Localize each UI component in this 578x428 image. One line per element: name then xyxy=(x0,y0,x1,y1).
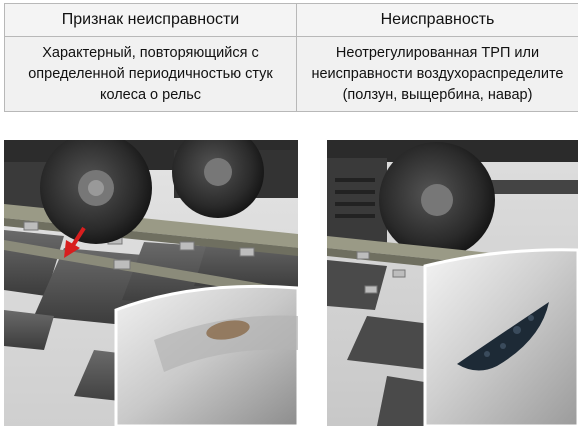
cell-fault: Неотрегулированная ТРП или неисправности… xyxy=(296,36,578,112)
wheel-on-rail-with-flat-spot-illustration xyxy=(4,140,298,426)
fault-line: Неотрегулированная ТРП или xyxy=(335,44,540,61)
symptom-line: колеса о рельс xyxy=(99,86,202,103)
symptom-line: Характерный, повторяющийся с xyxy=(42,44,259,61)
fault-line: неисправности воздухораспределите xyxy=(311,65,564,82)
flat-spot-inset xyxy=(114,284,298,426)
table-row: Характерный, повторяющийся с определенно… xyxy=(4,36,578,112)
header-symptom: Признак неисправности xyxy=(4,3,297,37)
wheel-with-spalling-illustration xyxy=(327,140,578,426)
red-arrow-icon xyxy=(64,226,86,258)
symptom-line: определенной периодичностью стук xyxy=(28,65,273,82)
cell-symptom: Характерный, повторяющийся с определенно… xyxy=(4,36,297,112)
table-header-row: Признак неисправности Неисправность xyxy=(4,3,578,37)
fault-table: Признак неисправности Неисправность Хара… xyxy=(4,3,578,112)
fault-line: (ползун, выщербина, навар) xyxy=(342,86,533,103)
spalling-inset xyxy=(423,248,578,426)
header-fault: Неисправность xyxy=(296,3,578,37)
